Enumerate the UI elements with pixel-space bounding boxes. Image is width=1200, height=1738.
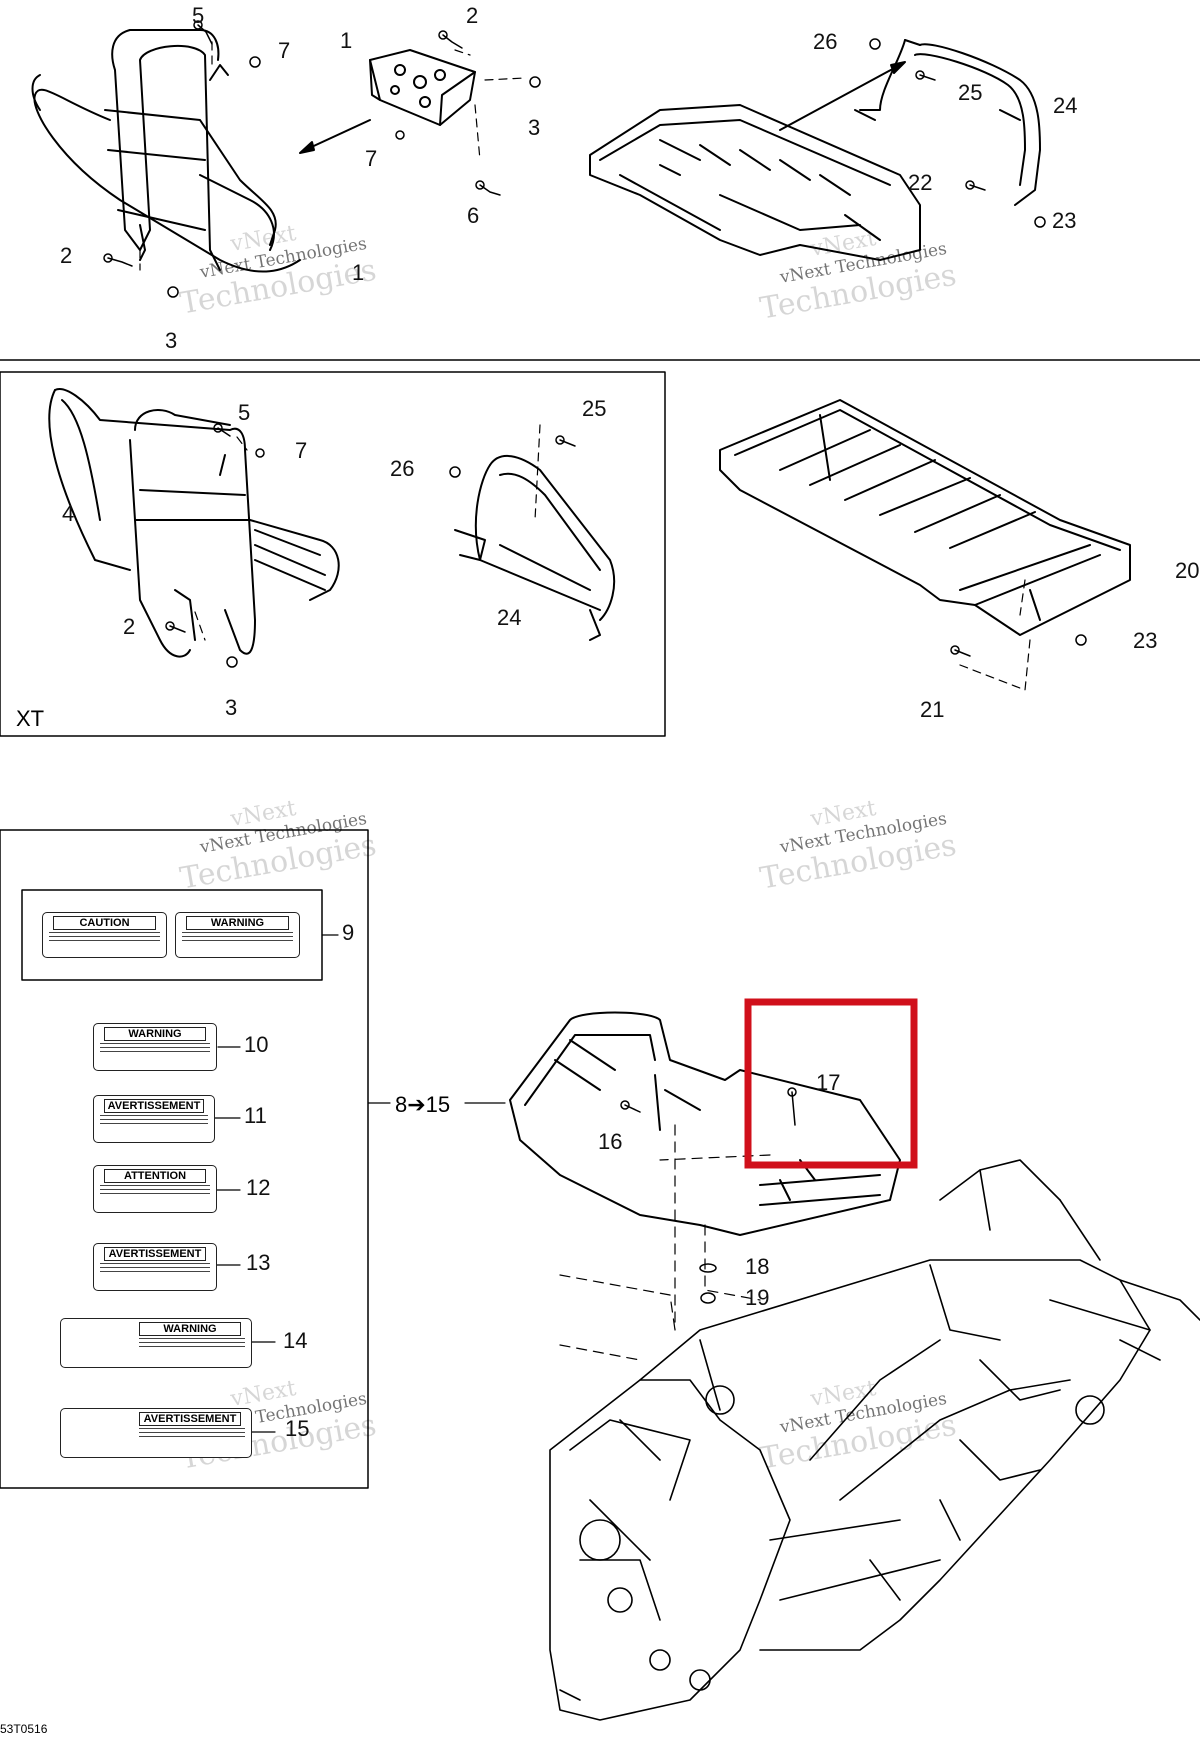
callout-number: 14 [283,1328,308,1353]
callout-number: 5 [238,400,251,425]
decal-warning-10: WARNING [93,1023,217,1071]
callout-number: 1 [340,28,353,53]
callout-number: 2 [60,243,73,268]
callout-number: 6 [467,203,480,228]
fastener-set-bottom [620,1087,797,1304]
callout-number: 15 [285,1416,310,1441]
callout-number: 23 [1133,628,1158,653]
decal-attention-12: ATTENTION [93,1165,217,1213]
parts-range-label: 8➔15 [395,1092,451,1117]
xt-tag: XT [16,706,45,731]
callout-number: 11 [244,1103,267,1128]
xt-rear-bar-drawing [454,455,616,641]
callout-number: 7 [365,146,378,171]
decal-warning-14: WARNING [60,1318,252,1368]
callout-number: 24 [497,605,522,630]
callout-number: 23 [1052,208,1077,233]
xt-frame-box [0,371,666,737]
xt-front-bumper-drawing [48,388,340,658]
drawing-code: 53T0516 [0,1722,48,1736]
callout-number: 16 [598,1129,623,1154]
callout-number: 26 [390,456,415,481]
callout-number: 4 [62,501,75,526]
callout-number: 20 [1175,558,1200,583]
callout-number: 2 [123,614,136,639]
callout-number: 7 [295,438,308,463]
decal-frame-box [0,829,369,1489]
front-bumper-drawing [31,29,301,273]
callout-number: 1 [352,260,365,285]
decal-warning: WARNING [175,912,300,958]
callout-number: 3 [528,115,541,140]
callout-number: 3 [225,695,238,720]
callout-number: 18 [745,1254,770,1279]
callout-number: 17 [816,1070,841,1095]
highlight-box [744,998,918,1169]
callout-number: 10 [244,1032,269,1057]
callout-number: 12 [246,1175,271,1200]
callout-number: 5 [192,3,205,28]
callout-number: 19 [745,1285,770,1310]
chassis-drawing [549,1159,1200,1721]
callout-number: 22 [908,170,933,195]
fastener-set-top-right [869,38,1046,228]
decal-avertissement-11: AVERTISSEMENT [93,1095,215,1143]
fastener-set-xt [165,423,1087,668]
decal-avertissement-15: AVERTISSEMENT [60,1408,252,1458]
callout-number: 9 [342,920,355,945]
decal-avertissement-13: AVERTISSEMENT [93,1243,217,1291]
mount-bracket-drawing [369,49,476,126]
callout-number: 3 [165,328,178,353]
bottom-rack-drawing [509,1011,901,1236]
callout-number: 24 [1053,93,1078,118]
fastener-set-top-left [103,20,541,298]
callout-number: 25 [582,396,607,421]
callout-number: 21 [920,697,945,722]
rear-rack-top-drawing [589,104,921,261]
rear-bar-top-drawing [854,39,1041,206]
callout-number: 2 [466,3,479,28]
decal-caution: CAUTION [42,912,167,958]
rear-rack-drawing [719,399,1131,636]
callout-number: 13 [246,1250,271,1275]
callout-number: 7 [278,38,291,63]
callout-number: 26 [813,29,838,54]
callout-number: 25 [958,80,983,105]
